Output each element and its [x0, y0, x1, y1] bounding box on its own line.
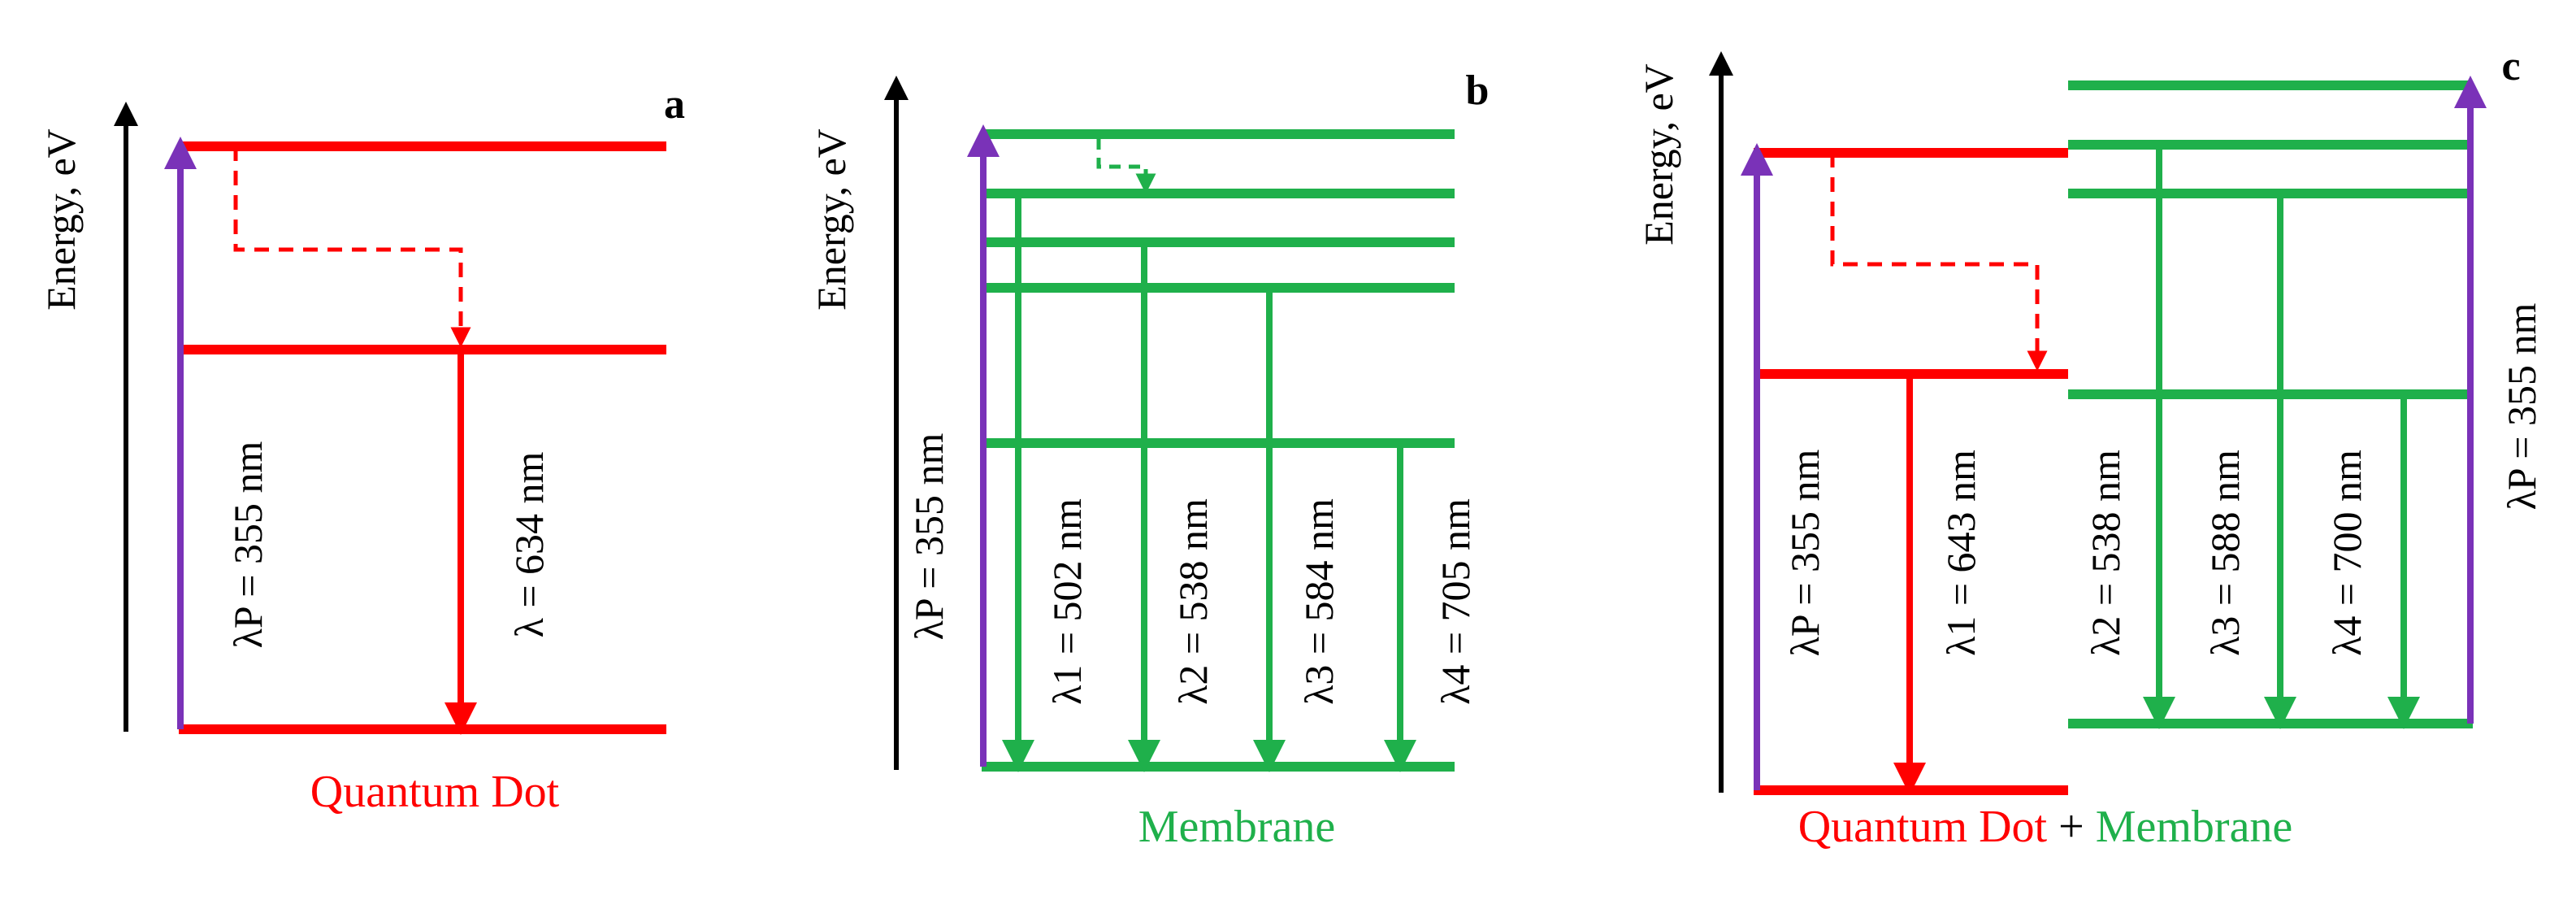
caption-plus: +	[2047, 802, 2096, 852]
pump-wavelength-label: λP = 355 nm	[225, 441, 271, 649]
emission-wavelength-label: λ = 634 nm	[506, 451, 552, 637]
panel-b: Energy, eV b λP = 355 nm λ1 = 502 nm λ2 …	[809, 67, 1489, 852]
panel-caption: Membrane	[1138, 802, 1336, 852]
emission-label-4: λ4 = 700 nm	[2324, 450, 2370, 656]
emission-label-3: λ3 = 588 nm	[2202, 450, 2248, 656]
panel-a: Energy, eV a λP = 355 nm λ = 634 nm Quan…	[38, 81, 685, 817]
panel-label: b	[1466, 67, 1490, 114]
emission-label-3: λ3 = 584 nm	[1296, 498, 1342, 705]
panel-label: a	[664, 81, 685, 128]
caption-membrane: Membrane	[2096, 802, 2293, 852]
pump-wavelength-label: λP = 355 nm	[906, 433, 952, 641]
panel-caption: Quantum Dot + Membrane	[1798, 802, 2293, 852]
panel-caption: Quantum Dot	[310, 767, 560, 817]
caption-quantum-dot: Quantum Dot	[310, 767, 560, 817]
nonradiative-relaxation-arrow	[1096, 138, 1156, 194]
qd-pump-wavelength-label: λP = 355 nm	[1782, 450, 1828, 657]
emission-label-4: λ4 = 705 nm	[1433, 498, 1478, 705]
emission-label-2: λ2 = 538 nm	[2083, 450, 2128, 656]
energy-axis-label: Energy, eV	[38, 128, 84, 311]
nonradiative-relaxation-arrow	[233, 146, 471, 348]
caption-quantum-dot: Quantum Dot	[1798, 802, 2048, 852]
emission-label-1: λ1 = 502 nm	[1044, 498, 1090, 705]
energy-axis-label: Energy, eV	[1636, 63, 1681, 246]
panel-c: Energy, eV c λP = 355 nm λ1 = 643 nm λ2 …	[1636, 43, 2544, 852]
nonradiative-relaxation-arrow	[1830, 153, 2048, 372]
caption-membrane: Membrane	[1138, 802, 1336, 852]
energy-axis-label: Energy, eV	[809, 128, 854, 311]
emission-label-1: λ1 = 643 nm	[1938, 450, 1984, 656]
panel-label: c	[2501, 43, 2520, 89]
membrane-pump-wavelength-label: λP = 355 nm	[2499, 303, 2544, 511]
emission-label-2: λ2 = 538 nm	[1170, 498, 1216, 705]
